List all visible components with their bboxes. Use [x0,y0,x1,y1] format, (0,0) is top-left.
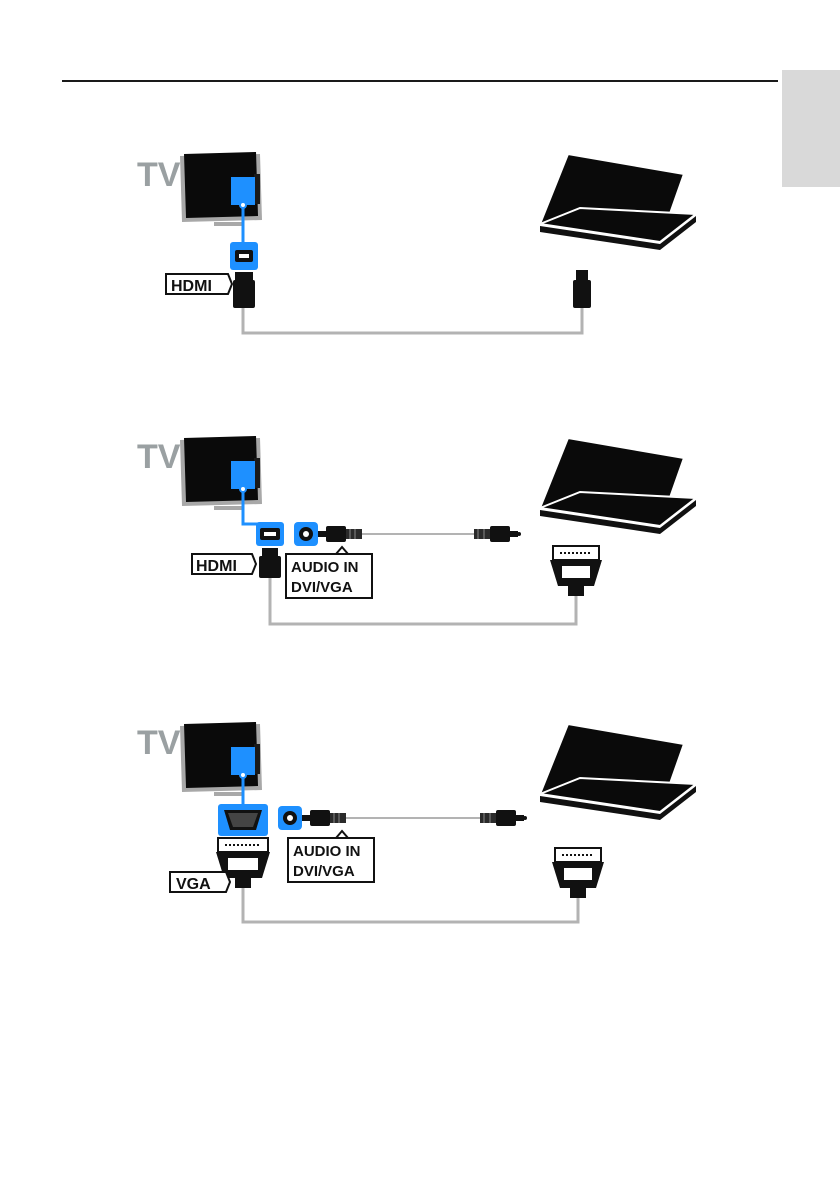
diagram-vga-audio: TV VGA [0,720,840,940]
hdmi-label: HDMI [196,558,237,575]
audio-plug-right-icon [474,526,521,542]
tv-label: TV [137,438,181,476]
tv-vga-port-highlight [231,747,255,775]
tv-label: TV [137,156,181,194]
laptop-icon [540,724,696,820]
dvi-vga-label: DVI/VGA [291,579,353,596]
diagram-hdmi-audio: TV HDMI [0,434,840,644]
audio-jack-icon [278,806,302,830]
tv-label: TV [137,724,181,762]
dvi-vga-label: DVI/VGA [293,863,355,880]
laptop-icon [540,154,696,250]
laptop-icon [540,438,696,534]
hdmi-label-box: HDMI [166,274,232,295]
audio-in-label: AUDIO IN [293,843,361,860]
diagram-vga-audio-svg: TV VGA [0,720,840,940]
laptop-hdmi-plug-icon [573,270,591,308]
audio-in-label-box: AUDIO IN DVI/VGA [288,831,374,882]
audio-in-label-box: AUDIO IN DVI/VGA [286,547,372,598]
vga-port-icon [218,804,268,836]
hdmi-label: HDMI [171,278,212,295]
connector-dot [240,486,246,492]
vga-plug-right-icon [552,848,604,898]
tv-hdmi-port-highlight [231,461,255,489]
hdmi-port-icon [230,242,258,270]
audio-plug-left-icon [302,810,346,826]
connector-dot [240,202,246,208]
vga-label: VGA [176,876,211,893]
hdmi-port-icon [256,522,284,546]
hdmi-plug-icon [233,272,255,308]
diagram-hdmi-svg: TV HDMI [0,150,840,350]
audio-plug-right-icon [480,810,527,826]
page-header-rule [62,80,778,82]
vga-cable [243,888,578,922]
audio-jack-icon [294,522,318,546]
tv-hdmi-port-highlight [231,177,255,205]
audio-plug-left-icon [318,526,362,542]
dvi-plug-icon [550,546,602,596]
vga-label-box: VGA [170,872,230,893]
hdmi-label-box: HDMI [192,554,256,575]
diagram-hdmi-audio-svg: TV HDMI [0,434,840,644]
connector-dot [240,772,246,778]
diagram-hdmi: TV HDMI [0,150,840,350]
hdmi-cable [243,308,582,333]
hdmi-plug-icon [259,548,281,578]
audio-in-label: AUDIO IN [291,559,359,576]
